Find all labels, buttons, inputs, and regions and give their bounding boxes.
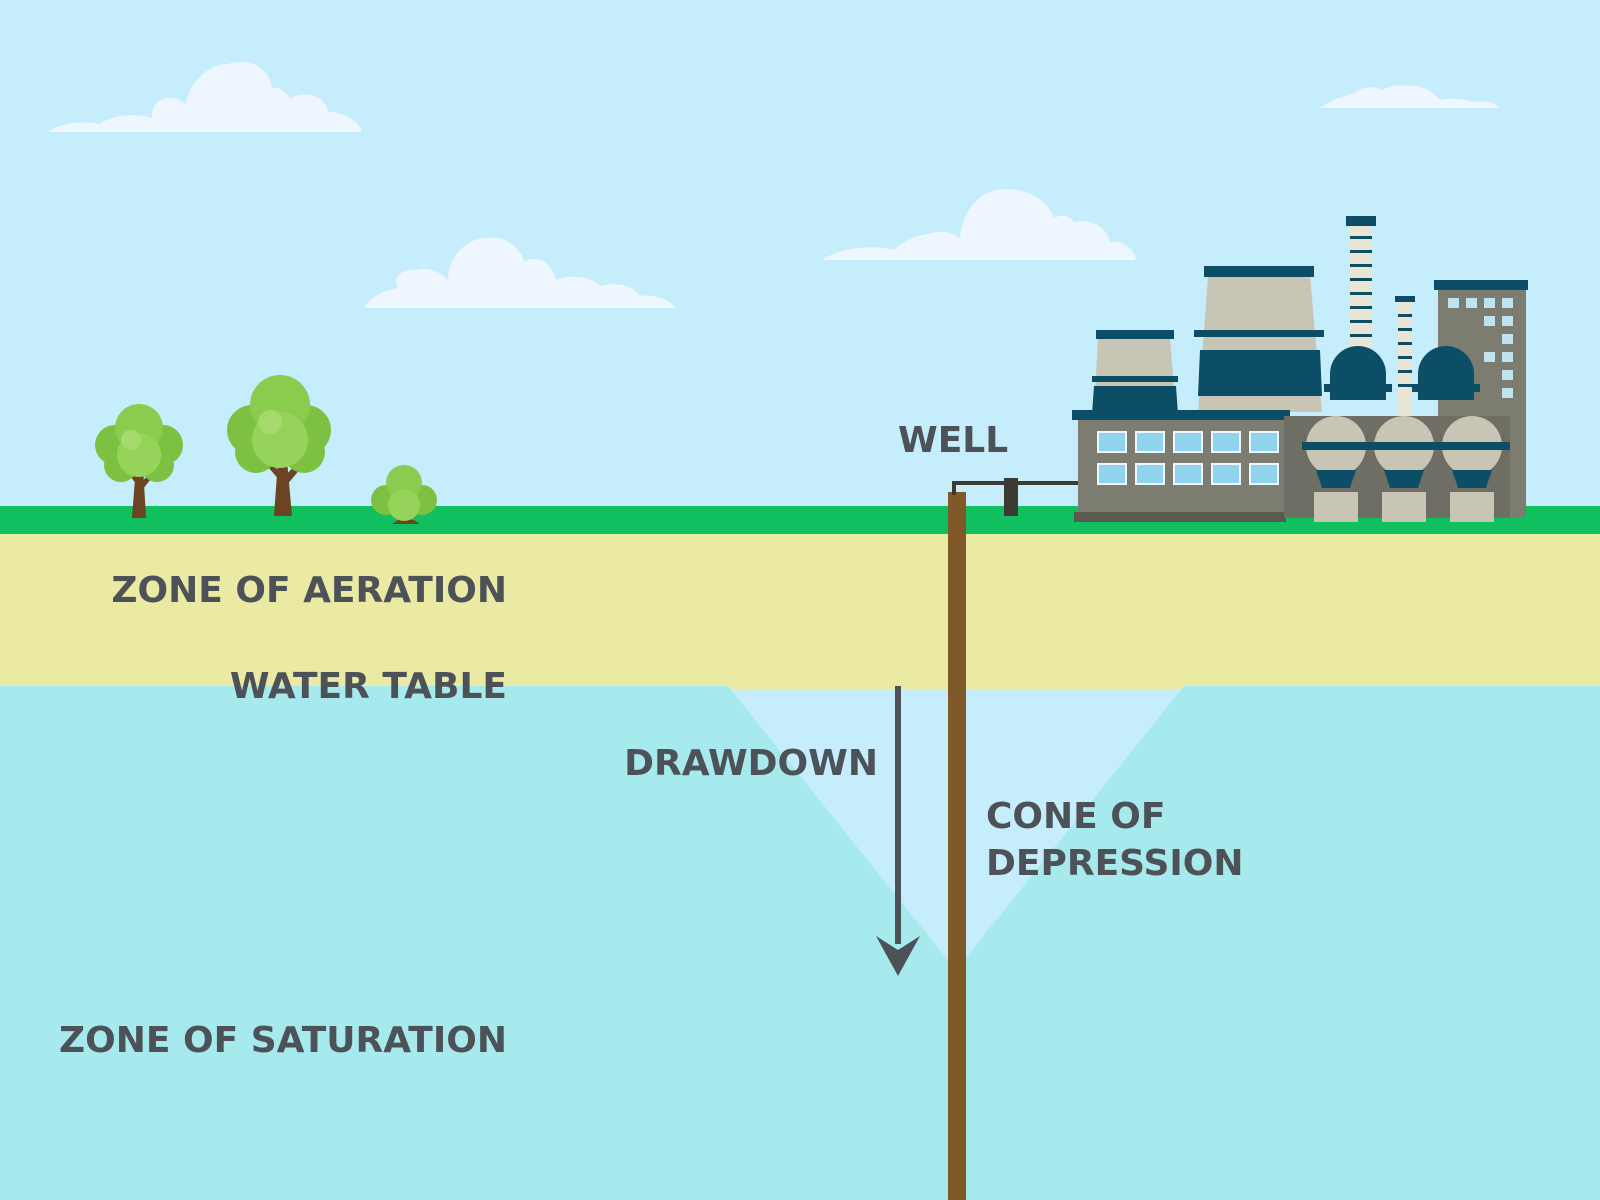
well-pipe (948, 492, 966, 1200)
zone-of-aeration-soil (0, 530, 1600, 690)
tree-icon (227, 375, 331, 516)
zone-of-aeration-label: ZONE OF AERATION (111, 570, 507, 611)
arrow-down-icon (876, 686, 920, 976)
zone-of-saturation-water (0, 686, 1600, 1200)
well-pump-post (1004, 478, 1018, 516)
factory-icon (1072, 216, 1528, 522)
cloud-icon (364, 237, 676, 308)
zone-of-saturation-label: ZONE OF SATURATION (59, 1020, 507, 1061)
cone-of-depression-label-line1: CONE OF (986, 796, 1165, 837)
tree-icon (95, 404, 183, 518)
water-table-label: WATER TABLE (230, 666, 507, 707)
bush-icon (371, 465, 437, 524)
cloud-icon (822, 189, 1136, 260)
well-cap (952, 481, 956, 495)
cloud-icon (48, 61, 362, 132)
cone-of-depression-label-line2: DEPRESSION (986, 843, 1244, 884)
drawdown-label: DRAWDOWN (624, 743, 878, 784)
cloud-icon (1320, 85, 1500, 108)
well-label: WELL (898, 420, 1008, 461)
